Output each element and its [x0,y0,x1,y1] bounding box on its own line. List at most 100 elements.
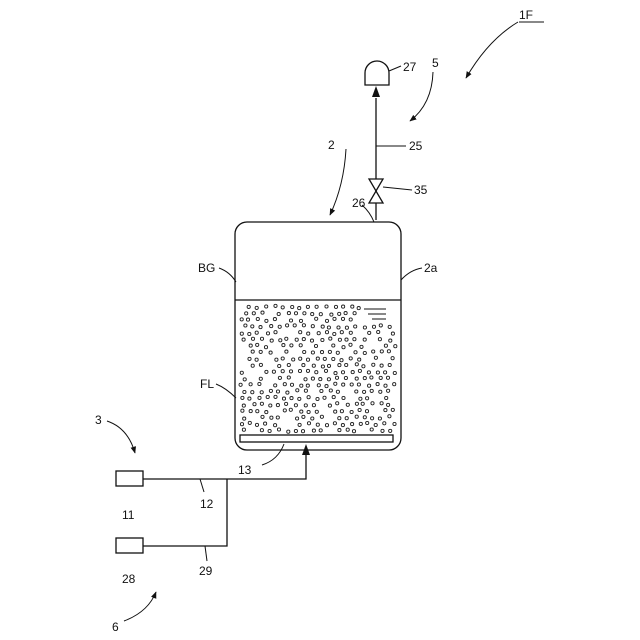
bubble [340,331,343,334]
bubble [296,417,299,420]
bubble [270,416,273,419]
bubble [316,357,319,360]
bubble [342,396,345,399]
label-12: 12 [200,497,214,511]
leader-bg [219,268,236,282]
bubble [346,428,349,431]
bubble [333,317,336,320]
arrow-6 [124,592,156,621]
label-35: 35 [414,183,428,197]
bubble [353,312,356,315]
bubble [255,331,258,334]
bubble [365,410,368,413]
bubble [256,317,259,320]
bubble [304,404,307,407]
bubble [357,383,360,386]
bubble [328,404,331,407]
bubble [265,411,268,414]
bubble [378,338,381,341]
bubble [255,423,258,426]
bubble [332,396,335,399]
bubble [265,370,268,373]
bubble [329,389,332,392]
bubble [315,317,318,320]
bubble [342,305,345,308]
bubble [289,319,292,322]
bubble [274,304,277,307]
bubble [332,357,335,360]
bubble [341,317,344,320]
bubble [276,390,279,393]
bubble [349,318,352,321]
bubble [259,377,262,380]
bubble [345,417,348,420]
bubble [391,357,394,360]
bubble [367,371,370,374]
bubble [302,364,305,367]
bubble [393,422,396,425]
bubble [389,429,392,432]
bubble [272,370,275,373]
bubble [366,397,369,400]
bubble [282,397,285,400]
bubble [368,384,371,387]
bubble [270,325,273,328]
bubble [336,390,339,393]
label-2: 2 [328,138,335,152]
label-27: 27 [403,60,417,74]
bubble [333,422,336,425]
bubble [259,350,262,353]
bubble [320,415,323,418]
bubble [275,358,278,361]
bubble [384,409,387,412]
bubble [370,376,373,379]
bubble [307,396,310,399]
bubble [264,422,267,425]
bubble [260,391,263,394]
bubble [252,312,255,315]
bubble [258,396,261,399]
label-fl: FL [200,377,214,391]
bubble [287,363,290,366]
bubble [251,337,254,340]
bubble [274,424,277,427]
bubble [332,344,335,347]
label-25: 25 [409,139,423,153]
bubble [354,325,357,328]
bubble [335,376,338,379]
bubble [389,339,392,342]
device-27 [365,61,389,85]
bubble [259,363,262,366]
label-5: 5 [432,56,439,70]
bubble [346,403,349,406]
bubble [266,332,269,335]
bubble [387,350,390,353]
arrow-2 [330,149,346,215]
bubble [296,389,299,392]
bubble [366,421,369,424]
arrow-5 [410,72,433,121]
bubble [249,344,252,347]
bubble [294,312,297,315]
bubble [387,389,390,392]
bubble [253,403,256,406]
leader-27 [389,66,401,71]
bubble [243,378,246,381]
pipe-12 [143,454,306,479]
bubble [321,365,324,368]
bubble [323,396,326,399]
device-11 [116,471,143,486]
label-2a: 2a [424,261,438,275]
bubble [370,428,373,431]
bubble [349,357,352,360]
label-29: 29 [199,564,213,578]
bubble [243,417,246,420]
arrow-3 [107,421,135,453]
bubble [316,423,319,426]
label-28: 28 [122,572,136,586]
bubble [285,402,288,405]
bubble [351,423,354,426]
bubble [355,377,358,380]
bubble [323,357,326,360]
